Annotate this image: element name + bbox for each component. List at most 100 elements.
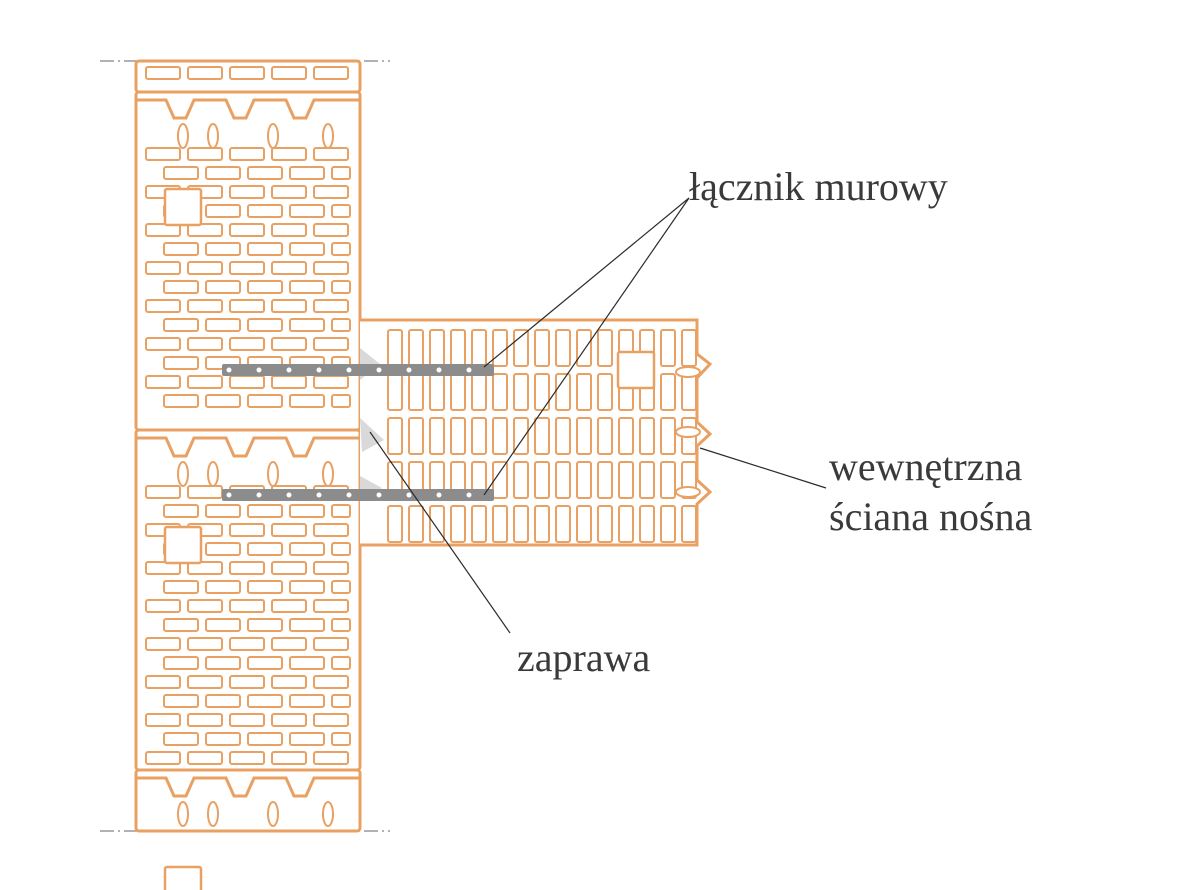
inner-block-cell bbox=[576, 417, 592, 455]
block-slot bbox=[207, 123, 219, 149]
block-top-partial bbox=[134, 59, 362, 94]
block-cell bbox=[331, 318, 351, 332]
block-cell bbox=[205, 618, 241, 632]
block-cell bbox=[247, 542, 283, 556]
block-cell bbox=[313, 599, 349, 613]
block-cell bbox=[313, 185, 349, 199]
block-slot bbox=[207, 801, 219, 827]
block-cell bbox=[205, 394, 241, 408]
block-chamber bbox=[163, 865, 203, 890]
inner-block-cell bbox=[555, 417, 571, 455]
block-cell bbox=[145, 637, 181, 651]
inner-block-cell bbox=[555, 461, 571, 499]
block-cell bbox=[187, 261, 223, 275]
inner-block-cell bbox=[639, 417, 655, 455]
block-cell bbox=[289, 280, 325, 294]
inner-block-cell bbox=[597, 329, 613, 367]
block-cell bbox=[331, 394, 351, 408]
block-cell bbox=[271, 375, 307, 389]
inner-block-cell bbox=[408, 505, 424, 543]
connector-hole bbox=[436, 492, 442, 498]
block-cell bbox=[247, 204, 283, 218]
inner-block-cell bbox=[660, 373, 676, 411]
block-cell bbox=[163, 656, 199, 670]
inner-block-cell bbox=[618, 461, 634, 499]
block-cell bbox=[145, 147, 181, 161]
block-cell bbox=[271, 751, 307, 765]
block-cell bbox=[163, 394, 199, 408]
inner-block-cell bbox=[576, 461, 592, 499]
block-cell bbox=[289, 656, 325, 670]
block-cell bbox=[205, 542, 241, 556]
block-cell bbox=[229, 675, 265, 689]
label-mortar: zaprawa bbox=[517, 635, 650, 680]
connector-hole bbox=[406, 367, 412, 373]
block-cell bbox=[163, 242, 199, 256]
label-inner-wall-line1: wewnętrzna bbox=[829, 444, 1022, 489]
block-cell bbox=[289, 618, 325, 632]
block-cell bbox=[331, 242, 351, 256]
block-cell bbox=[271, 675, 307, 689]
connector-hole bbox=[466, 367, 472, 373]
block-cell bbox=[145, 261, 181, 275]
block-lower bbox=[134, 428, 362, 772]
block-slot bbox=[322, 801, 334, 827]
block-slot bbox=[207, 461, 219, 487]
connector-strip bbox=[222, 364, 494, 376]
connector-hole bbox=[436, 367, 442, 373]
block-cell bbox=[163, 618, 199, 632]
block-cell bbox=[247, 656, 283, 670]
block-cell bbox=[229, 713, 265, 727]
block-cell bbox=[163, 580, 199, 594]
block-cell bbox=[247, 280, 283, 294]
outer-wall bbox=[134, 59, 362, 890]
block-chamber bbox=[163, 525, 203, 565]
inner-block-cell bbox=[513, 505, 529, 543]
block-slot bbox=[322, 123, 334, 149]
block-cell bbox=[163, 280, 199, 294]
connector-hole bbox=[316, 492, 322, 498]
block-cell bbox=[145, 337, 181, 351]
inner-block-cell bbox=[597, 505, 613, 543]
inner-block-cell bbox=[597, 417, 613, 455]
inner-block-cell bbox=[471, 505, 487, 543]
block-cell bbox=[205, 318, 241, 332]
block-cell bbox=[187, 66, 223, 80]
block-cell bbox=[145, 675, 181, 689]
block-cell bbox=[229, 223, 265, 237]
block-cell bbox=[289, 504, 325, 518]
inner-block-cell bbox=[576, 329, 592, 367]
connector-hole bbox=[286, 492, 292, 498]
block-slot bbox=[267, 801, 279, 827]
block-chamber bbox=[163, 187, 203, 227]
block-cell bbox=[247, 242, 283, 256]
block-bottom-partial bbox=[134, 768, 362, 890]
leader-lines bbox=[369, 197, 827, 634]
inner-block-chamber bbox=[616, 350, 656, 390]
inner-block-slot bbox=[675, 366, 701, 378]
block-cell bbox=[205, 580, 241, 594]
connector-hole bbox=[316, 367, 322, 373]
block-cell bbox=[313, 751, 349, 765]
inner-block-cell bbox=[681, 505, 697, 543]
block-outline bbox=[134, 768, 362, 833]
block-cell bbox=[247, 580, 283, 594]
block-cell bbox=[145, 713, 181, 727]
block-cell bbox=[163, 694, 199, 708]
inner-block-cell bbox=[597, 373, 613, 411]
leader-inner-wall bbox=[699, 447, 827, 489]
inner-block-cell bbox=[450, 417, 466, 455]
inner-block-cell bbox=[513, 373, 529, 411]
block-cell bbox=[145, 223, 181, 237]
block-cell bbox=[145, 485, 181, 499]
inner-block-cell bbox=[618, 505, 634, 543]
block-cell bbox=[229, 523, 265, 537]
block-cell bbox=[247, 166, 283, 180]
block-cell bbox=[187, 485, 223, 499]
inner-block-cell bbox=[555, 505, 571, 543]
inner-block-cell bbox=[681, 329, 697, 367]
inner-wall-block bbox=[360, 318, 713, 547]
block-slot bbox=[177, 461, 189, 487]
block-cell bbox=[271, 299, 307, 313]
inner-block-cell bbox=[639, 461, 655, 499]
